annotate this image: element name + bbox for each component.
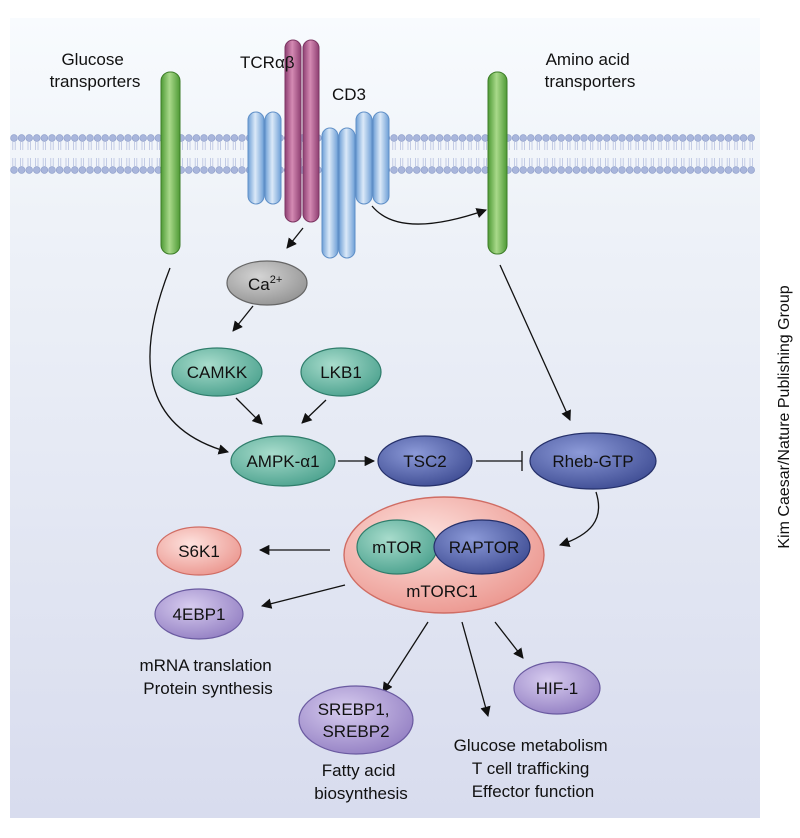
arrow-mtorc1-to-srebp bbox=[382, 621, 429, 693]
arrow-lkb1-to-ampk bbox=[301, 399, 327, 424]
srebp-label: SREBP1, SREBP2 bbox=[318, 700, 395, 741]
ampk-label: AMPK-α1 bbox=[246, 452, 319, 471]
ampk-alpha1-node: AMPK-α1 bbox=[230, 435, 336, 487]
glucose-transporter bbox=[160, 71, 181, 255]
amino-acid-transporter bbox=[487, 71, 508, 255]
cd3-chain bbox=[264, 111, 282, 205]
arrow-mtorc1-to-hif1 bbox=[494, 621, 524, 659]
srebp-node: SREBP1, SREBP2 bbox=[298, 685, 414, 755]
s6k1-label: S6K1 bbox=[178, 542, 220, 561]
fatty-acid-label: Fatty acid biosynthesis bbox=[314, 761, 408, 803]
mtor-label: mTOR bbox=[372, 538, 422, 557]
cd3-chain bbox=[247, 111, 265, 205]
mtorc1-complex: mTOR RAPTOR mTORC1 bbox=[343, 496, 545, 614]
rheb-label: Rheb-GTP bbox=[552, 452, 633, 471]
arrow-glucose-to-ampk bbox=[149, 267, 230, 455]
tsc2-node: TSC2 bbox=[377, 435, 473, 487]
ca2-node: Ca2+ bbox=[226, 260, 308, 306]
arrow-ca-to-camkk bbox=[232, 305, 254, 332]
hif1-label: HIF-1 bbox=[536, 679, 579, 698]
mtorc1-label: mTORC1 bbox=[406, 582, 477, 601]
camkk-node: CAMKK bbox=[171, 347, 263, 397]
pathway-arrows bbox=[149, 205, 600, 718]
glucose-transporters-label: Glucose transporters bbox=[50, 50, 141, 91]
cd3-complex bbox=[247, 111, 390, 259]
mrna-translation-label: mRNA translation Protein synthesis bbox=[139, 656, 276, 698]
tcr-label: TCRαβ bbox=[240, 53, 295, 72]
tcr-alpha-beta bbox=[284, 39, 320, 223]
arrow-camkk-to-ampk bbox=[235, 397, 263, 425]
tsc2-label: TSC2 bbox=[403, 452, 446, 471]
amino-acid-transporters-label: Amino acid transporters bbox=[545, 50, 636, 91]
cd3-chain bbox=[372, 111, 390, 205]
tcr-chain bbox=[302, 39, 320, 223]
4ebp1-node: 4EBP1 bbox=[154, 588, 244, 640]
glucose-metabolism-label: Glucose metabolism T cell trafficking Ef… bbox=[454, 736, 613, 801]
hif1-node: HIF-1 bbox=[513, 661, 601, 715]
lkb1-node: LKB1 bbox=[300, 347, 382, 397]
ca-label: Ca2+ bbox=[248, 274, 282, 294]
arrow-mtorc1-to-4ebp1 bbox=[260, 584, 346, 609]
cd3-label: CD3 bbox=[332, 85, 366, 104]
raptor-label: RAPTOR bbox=[449, 538, 520, 557]
arrow-mtorc1-to-glucose-metabolism bbox=[461, 621, 491, 718]
raptor-node bbox=[433, 519, 531, 575]
arrow-aa-to-rheb bbox=[499, 264, 571, 421]
cd3-chain bbox=[355, 111, 373, 205]
cd3-chain bbox=[321, 127, 339, 259]
4ebp1-label: 4EBP1 bbox=[173, 605, 226, 624]
tcr-chain bbox=[284, 39, 302, 223]
arrow-tcr-to-ca bbox=[286, 227, 304, 249]
lkb1-label: LKB1 bbox=[320, 363, 362, 382]
image-credit: Kim Caesar/Nature Publishing Group bbox=[776, 285, 793, 548]
arrow-rheb-to-mtorc1 bbox=[559, 491, 600, 547]
camkk-label: CAMKK bbox=[187, 363, 248, 382]
cd3-chain bbox=[338, 127, 356, 259]
arrow-cd3-to-aa-transporter bbox=[371, 205, 487, 225]
s6k1-node: S6K1 bbox=[156, 526, 242, 576]
rheb-gtp-node: Rheb-GTP bbox=[529, 432, 657, 490]
